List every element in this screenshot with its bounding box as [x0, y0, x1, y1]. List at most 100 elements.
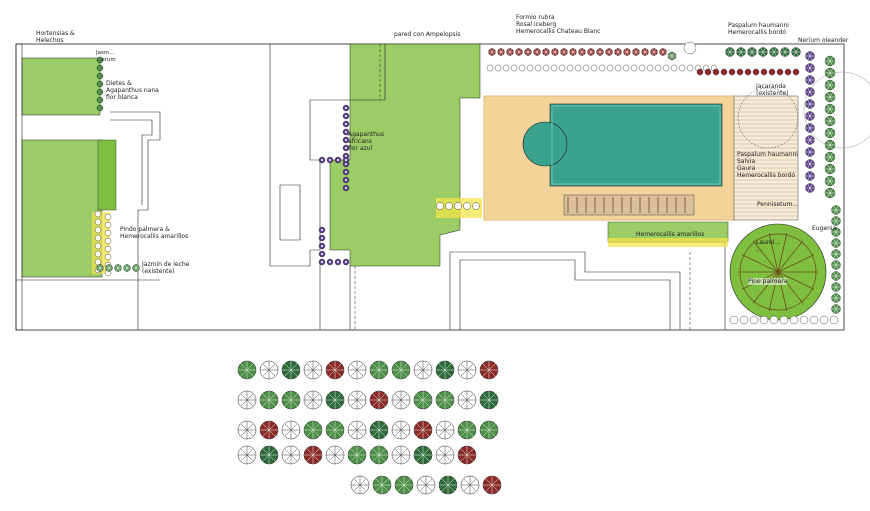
shrub-symbol: [831, 304, 841, 314]
dashed-lines: [354, 44, 691, 330]
shrub-symbol: [105, 264, 113, 272]
flower-symbol: [94, 218, 102, 226]
flower-symbol: [799, 315, 809, 325]
flower-symbol: [739, 315, 749, 325]
shrub-symbol: [533, 48, 541, 56]
flower-symbol: [342, 176, 350, 184]
shrub-symbol: [96, 64, 104, 72]
house-center: [269, 44, 386, 330]
shrub-symbol: [824, 163, 836, 175]
flower-symbol: [342, 136, 350, 144]
flower-symbol: [749, 315, 759, 325]
legend-plant-symbol: [460, 475, 480, 495]
legend-plant-symbol: [435, 360, 455, 380]
shrub-symbol: [728, 68, 736, 76]
shrub-symbol: [96, 88, 104, 96]
label-paspalum-top: Paspalum haumanni Hemerocallis bordó: [728, 22, 789, 36]
shrub-symbol: [132, 264, 140, 272]
shrub-symbol: [744, 68, 752, 76]
flower-symbol: [342, 168, 350, 176]
flower-symbol: [94, 210, 102, 218]
legend-plant-symbol: [369, 360, 389, 380]
flower-symbol: [558, 64, 566, 72]
flower-symbol: [534, 64, 542, 72]
legend-plant-symbol: [325, 390, 345, 410]
shrub-symbol: [704, 68, 712, 76]
flower-symbol: [769, 315, 779, 325]
legend-plant-symbol: [391, 445, 411, 465]
flower-symbol: [342, 184, 350, 192]
flower-symbol: [342, 156, 350, 164]
shrub-symbol: [805, 63, 815, 73]
hedge-left: [97, 139, 117, 211]
shrub-symbol: [831, 216, 841, 226]
label-jacaranda: Jacaranda (existente): [756, 83, 789, 97]
shrub-symbol: [623, 48, 631, 56]
shrub-symbol: [696, 68, 704, 76]
shrub-symbol: [96, 72, 104, 80]
flower-symbol: [574, 64, 582, 72]
legend-plant-symbol: [237, 445, 257, 465]
label-palmera: Pindo palmera & Hemerocallis amarillos: [120, 226, 189, 240]
lawn-main: [329, 43, 481, 267]
legend-plant-symbol: [479, 360, 499, 380]
shrub-symbol: [578, 48, 586, 56]
flower-symbol: [104, 253, 112, 261]
flower-symbol: [646, 64, 654, 72]
flower-symbol: [809, 315, 819, 325]
label-pared: pared con Ampelopsis: [394, 31, 461, 38]
shrub-symbol: [824, 55, 836, 67]
flower-symbol: [454, 202, 462, 210]
legend-plant-symbol: [303, 420, 323, 440]
shrub-symbol: [614, 48, 622, 56]
flower-symbol: [342, 258, 350, 266]
shrub-symbol: [497, 48, 505, 56]
shrub-symbol: [96, 80, 104, 88]
label-hortensias: Hortensias & Helechos: [36, 30, 75, 44]
flower-symbol: [334, 258, 342, 266]
shrub-symbol: [831, 282, 841, 292]
shrub-symbol: [824, 127, 836, 139]
label-jazmin: Jazmín de leche (existente): [142, 261, 190, 275]
legend-plant-symbol: [347, 420, 367, 440]
lawn-left-top: [21, 57, 101, 116]
shrub-symbol: [659, 48, 667, 56]
shrub-symbol: [542, 48, 550, 56]
shrub-symbol: [488, 48, 496, 56]
flower-symbol: [510, 64, 518, 72]
flower-symbol: [318, 258, 326, 266]
flower-symbol: [590, 64, 598, 72]
label-pino: Pino palmera: [748, 278, 788, 285]
shrub-symbol: [752, 68, 760, 76]
flower-symbol: [342, 144, 350, 152]
shrub-symbol: [96, 56, 104, 64]
flower-symbol: [582, 64, 590, 72]
flower-symbol: [829, 315, 839, 325]
flower-symbol: [104, 221, 112, 229]
shrub-symbol: [805, 75, 815, 85]
flower-symbol: [638, 64, 646, 72]
flower-symbol: [819, 315, 829, 325]
legend-plant-symbol: [347, 360, 367, 380]
legend-plant-symbol: [394, 475, 414, 495]
shrub-symbol: [824, 175, 836, 187]
legend-plant-symbol: [391, 390, 411, 410]
shrub-symbol: [824, 67, 836, 79]
shrub-symbol: [96, 96, 104, 104]
flower-symbol: [334, 156, 342, 164]
legend-plant-symbol: [325, 420, 345, 440]
shrub-symbol: [831, 227, 841, 237]
flower-symbol: [104, 237, 112, 245]
legend-plant-symbol: [391, 360, 411, 380]
shrub-symbol: [805, 147, 815, 157]
flower-symbol: [104, 229, 112, 237]
shrub-symbol: [96, 264, 104, 272]
legend-plant-symbol: [281, 445, 301, 465]
pool-spa: [522, 121, 568, 167]
shrub-symbol: [831, 271, 841, 281]
shrub-symbol: [758, 47, 768, 57]
shrub-symbol: [824, 151, 836, 163]
flower-symbol: [445, 202, 453, 210]
legend-plant-symbol: [369, 420, 389, 440]
shrub-symbol: [792, 68, 800, 76]
